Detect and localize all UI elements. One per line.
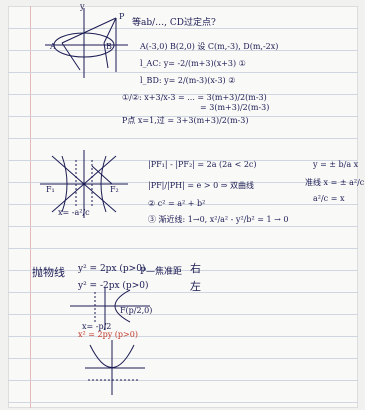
left-directrix-label: x= -a²/c (58, 208, 90, 217)
ruled-line (8, 380, 358, 381)
focus-f1-label: F₁ (46, 185, 55, 194)
ruled-line (8, 248, 358, 249)
side-note-directrix: 准线 x = ± a²/c (305, 178, 365, 187)
point-p-label: P (119, 12, 125, 21)
ruled-line (8, 226, 358, 227)
parabola-title: 抛物线 (32, 266, 65, 279)
margin-line (30, 6, 31, 408)
parabola-eq-up: x² = 2py (p>0) (78, 330, 138, 339)
ruled-line (8, 314, 358, 315)
ruled-line (8, 94, 358, 95)
ruled-line (8, 182, 358, 183)
notebook-page (8, 6, 358, 408)
ruled-line (8, 160, 358, 161)
parabola-focus-label: F(p/2,0) (120, 306, 153, 315)
side-note-asymptote: y = ± b/a x (313, 160, 359, 169)
asymptote-line: ③ 渐近线: 1→0, x²/a² - y²/b² = 1 → 0 (148, 215, 289, 224)
ruled-line (8, 336, 358, 337)
ruled-line (8, 292, 358, 293)
line-ac-eq: l_AC: y= -2/(m+3)(x+3) ① (140, 59, 246, 68)
ruled-line (8, 358, 358, 359)
focus-f2-label: F₂ (110, 185, 119, 194)
ruled-line (8, 402, 358, 403)
line-bd-eq: l_BD: y= 2/(m-3)(x-3) ② (140, 76, 236, 85)
focal-difference: |PF₁| - |PF₂| = 2a (2a < 2c) (148, 160, 257, 169)
axis-label-y: y (80, 2, 85, 11)
ruled-line (8, 116, 358, 117)
ruled-line (8, 138, 358, 139)
ruled-line (8, 204, 358, 205)
parabola-side-right: 右 (190, 262, 201, 275)
ruled-line (8, 72, 358, 73)
fixed-point-line: P点 x=1,过 = 3+3(m+3)/2(m-3) (122, 116, 249, 125)
point-b-label: B (106, 42, 112, 51)
side-note-ratio: a²/c = x (313, 194, 345, 203)
points-line: A(-3,0) B(2,0) 设 C(m,-3), D(m,-2x) (140, 42, 279, 51)
parabola-directrix-label: x= -p/2 (82, 322, 112, 331)
question-line: 等ab/…, CD过定点? (132, 18, 216, 28)
point-a-label: A (50, 42, 56, 51)
parabola-side-left: 左 (190, 280, 201, 293)
parabola-eq-left: y² = -2px (p>0) (78, 281, 149, 291)
ruled-line (8, 270, 358, 271)
parabola-caption: P—焦准距 (140, 267, 183, 277)
ratio-line-2: = 3(m+3)/2(m-3) (200, 103, 270, 112)
parabola-eq-right: y² = 2px (p>0) (78, 264, 146, 274)
ruled-line (8, 28, 358, 29)
eccentricity-def: |PF|/|PH| = e > 0 ⇒ 双曲线 (148, 181, 254, 190)
ruled-line (8, 50, 358, 51)
ratio-line-1: ①/②: x+3/x-3 = ... = 3(m+3)/2(m-3) (122, 93, 267, 102)
abc-relation: ② c² = a² + b² (148, 199, 206, 208)
